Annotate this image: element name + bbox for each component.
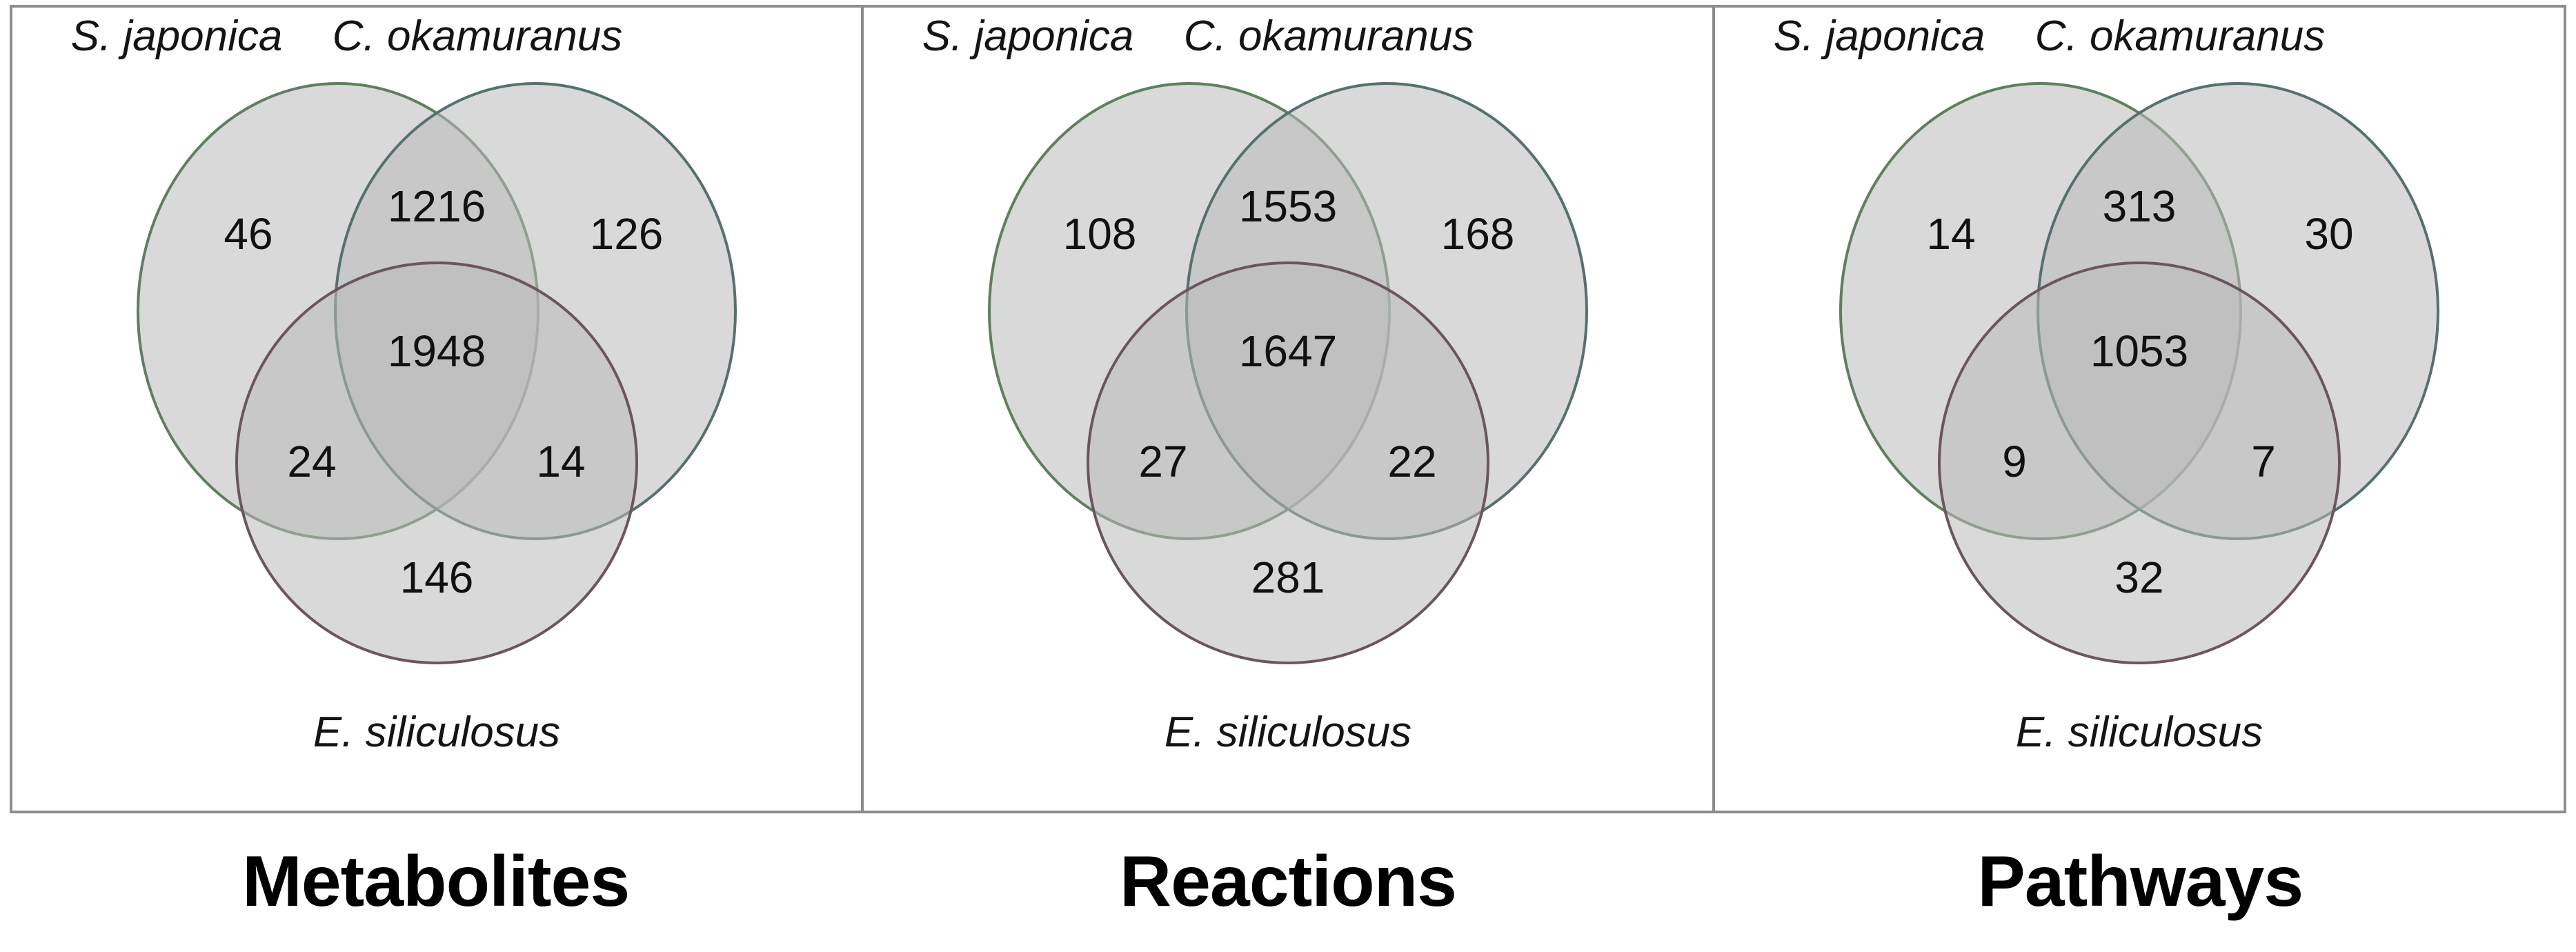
label-s-japonica: S. japonica — [71, 12, 283, 60]
venn-circles — [137, 82, 737, 664]
count-c-and-e: 22 — [1387, 437, 1436, 486]
venn-circles — [1839, 82, 2439, 664]
label-c-okamuranus: C. okamuranus — [1184, 12, 1474, 60]
count-s-and-c: 313 — [2103, 181, 2177, 231]
caption-reactions: Reactions — [1119, 841, 1457, 922]
circle-e-siliculosus — [235, 261, 638, 664]
count-s-and-e: 9 — [2002, 437, 2027, 486]
count-s-only: 108 — [1063, 209, 1137, 259]
label-e-siliculosus: E. siliculosus — [2016, 708, 2263, 756]
panel-captions: Metabolites Reactions Pathways — [10, 816, 2566, 947]
venn-diagram-reactions: S. japonica C. okamuranus E. siliculosus… — [922, 12, 1588, 756]
label-s-japonica: S. japonica — [1774, 12, 1985, 60]
label-c-okamuranus: C. okamuranus — [2035, 12, 2325, 60]
caption-metabolites: Metabolites — [242, 841, 630, 922]
count-c-only: 168 — [1441, 209, 1515, 259]
label-c-okamuranus: C. okamuranus — [333, 12, 622, 60]
count-c-and-e: 14 — [536, 437, 585, 486]
circle-e-siliculosus — [1087, 261, 1489, 664]
count-c-only: 126 — [590, 209, 664, 259]
venn-circles — [988, 82, 1588, 664]
circle-e-siliculosus — [1938, 261, 2341, 664]
count-e-only: 32 — [2114, 553, 2163, 602]
count-c-only: 30 — [2304, 209, 2353, 259]
venn-panels-frame: S. japonica C. okamuranus E. siliculosus… — [10, 5, 2566, 813]
caption-pathways: Pathways — [1977, 841, 2303, 922]
count-all-three: 1647 — [1239, 326, 1337, 376]
venn-panel-pathways: S. japonica C. okamuranus E. siliculosus… — [1712, 8, 2564, 811]
venn-panel-reactions: S. japonica C. okamuranus E. siliculosus… — [861, 8, 1712, 811]
count-s-and-e: 24 — [287, 437, 336, 486]
count-e-only: 281 — [1251, 553, 1325, 602]
venn-diagram-pathways: S. japonica C. okamuranus E. siliculosus… — [1774, 12, 2439, 756]
venn-diagram-metabolites: S. japonica C. okamuranus E. siliculosus… — [71, 12, 737, 756]
count-s-only: 14 — [1926, 209, 1975, 259]
caption-cell-pathways: Pathways — [1714, 816, 2566, 947]
label-e-siliculosus: E. siliculosus — [1165, 708, 1411, 756]
count-s-and-c: 1553 — [1239, 181, 1337, 231]
caption-cell-metabolites: Metabolites — [10, 816, 862, 947]
label-e-siliculosus: E. siliculosus — [313, 708, 560, 756]
count-all-three: 1053 — [2090, 326, 2188, 376]
caption-cell-reactions: Reactions — [862, 816, 1714, 947]
venn-panel-metabolites: S. japonica C. okamuranus E. siliculosus… — [12, 8, 861, 811]
count-c-and-e: 7 — [2251, 437, 2276, 486]
count-s-and-e: 27 — [1138, 437, 1187, 486]
count-s-only: 46 — [224, 209, 273, 259]
count-e-only: 146 — [400, 553, 474, 602]
count-s-and-c: 1216 — [388, 181, 486, 231]
count-all-three: 1948 — [388, 326, 486, 376]
label-s-japonica: S. japonica — [922, 12, 1134, 60]
